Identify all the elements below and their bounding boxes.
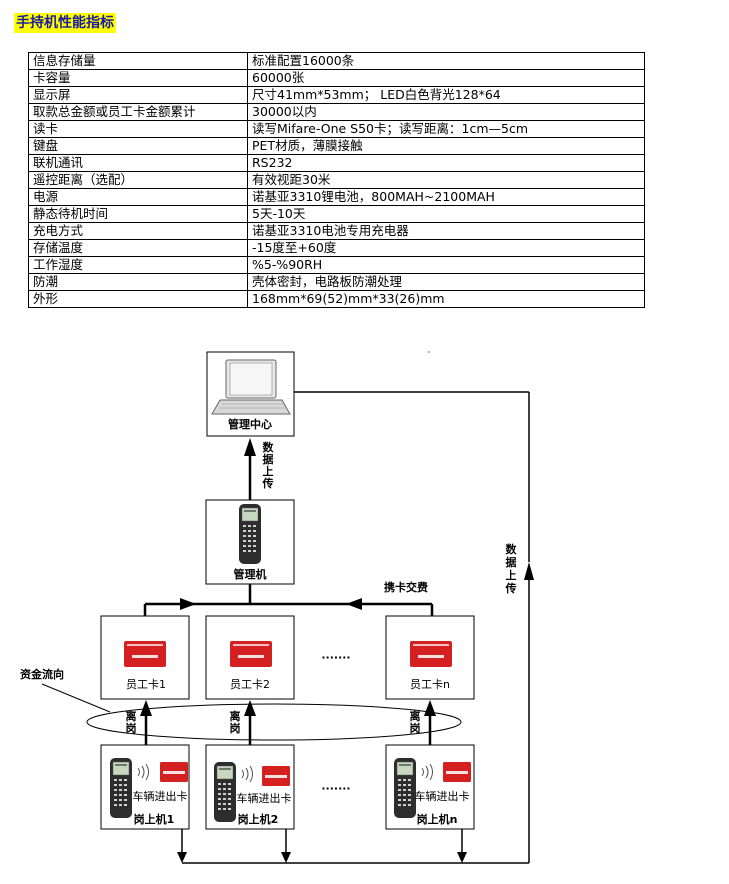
arrow-up-icon-1 xyxy=(140,700,152,716)
post-label-n: 岗上机n xyxy=(417,812,458,826)
arrow-left-icon xyxy=(346,598,362,610)
laptop-icon xyxy=(211,359,291,415)
rfid-wave-icon-2 xyxy=(241,765,253,783)
arrow-down-icon-1 xyxy=(177,852,187,863)
center-label: 管理中心 xyxy=(228,417,272,431)
card-label-1: 员工卡1 xyxy=(126,678,166,691)
leave-post-na: 离 xyxy=(410,709,421,723)
spec-key: 读卡 xyxy=(28,120,248,138)
employee-card-icon-n xyxy=(410,641,452,667)
arrow-up-icon-n xyxy=(424,700,436,716)
spec-key: 外形 xyxy=(28,290,248,308)
spec-value: 168mm*69(52)mm*33(26)mm xyxy=(247,290,645,308)
upload-right-2: 据 xyxy=(506,555,517,569)
vehicle-card-icon-1 xyxy=(160,762,188,782)
vehicle-card-label-n: 车辆进出卡 xyxy=(415,789,470,803)
spec-row: 充电方式诺基亚3310电池专用充电器 xyxy=(28,222,645,240)
leave-post-1a: 离 xyxy=(126,709,137,723)
upload-right-3: 上 xyxy=(506,568,517,582)
vehicle-card-label-2: 车辆进出卡 xyxy=(237,791,292,805)
spec-value: 有效视距30米 xyxy=(247,171,645,189)
spec-row: 工作湿度%5-%90RH xyxy=(28,256,645,274)
upload-left-1: 数 xyxy=(263,440,275,454)
page-title: 手持机性能指标 xyxy=(14,13,116,33)
spec-value: 尺寸41mm*53mm； LED白色背光128*64 xyxy=(247,86,645,104)
arrow-right-icon xyxy=(180,598,196,610)
arrow-up-icon-right xyxy=(524,562,534,580)
spec-row: 读卡读写Mifare-One S50卡；读写距离：1cm—5cm xyxy=(28,120,645,138)
arrow-up-icon xyxy=(244,438,256,456)
upload-right-1: 数 xyxy=(506,542,518,556)
post-label-1: 岗上机1 xyxy=(134,812,175,826)
card-label-n: 员工卡n xyxy=(410,678,450,691)
rfid-wave-icon-1 xyxy=(137,763,149,781)
spec-value: 壳体密封，电路板防潮处理 xyxy=(247,273,645,291)
vehicle-card-icon-n xyxy=(443,762,471,782)
employee-card-icon-2 xyxy=(230,641,272,667)
upload-right-4: 传 xyxy=(505,581,517,595)
post-label-2: 岗上机2 xyxy=(238,812,279,826)
posts-dots: ······· xyxy=(321,782,350,795)
manager-label: 管理机 xyxy=(234,567,267,581)
handheld-icon-2 xyxy=(213,761,237,823)
carry-card-label: 携卡交费 xyxy=(384,580,428,594)
upload-left-3: 上 xyxy=(263,464,274,478)
spec-row: 信息存储量标准配置16000条 xyxy=(28,52,645,70)
leave-post-nb: 岗 xyxy=(410,721,421,735)
spec-value: %5-%90RH xyxy=(247,256,645,274)
upload-left-4: 传 xyxy=(262,476,274,490)
leave-post-1b: 岗 xyxy=(126,721,137,735)
arrow-down-icon-2 xyxy=(281,852,291,863)
handheld-icon xyxy=(238,503,262,565)
handheld-icon-1 xyxy=(109,757,133,819)
spec-key: 遥控距离（选配） xyxy=(28,171,248,189)
vehicle-card-label-1: 车辆进出卡 xyxy=(133,789,188,803)
spec-row: 防潮壳体密封，电路板防潮处理 xyxy=(28,273,645,291)
spec-row: 遥控距离（选配）有效视距30米 xyxy=(28,171,645,189)
arrow-down-icon-n xyxy=(457,852,467,863)
leave-post-2b: 岗 xyxy=(230,721,241,735)
fund-flow-label: 资金流向 xyxy=(20,667,64,681)
upload-left-2: 据 xyxy=(263,452,274,466)
spec-row: 存储温度-15度至+60度 xyxy=(28,239,645,257)
cards-dots: ······· xyxy=(321,651,350,664)
leave-post-2a: 离 xyxy=(230,709,241,723)
card-label-2: 员工卡2 xyxy=(230,678,270,691)
card-box-2 xyxy=(205,615,295,700)
spec-value: -15度至+60度 xyxy=(247,239,645,257)
spec-value: 读写Mifare-One S50卡；读写距离：1cm—5cm xyxy=(247,120,645,138)
handheld-icon-n xyxy=(393,757,417,819)
arrow-up-icon-2 xyxy=(244,700,256,716)
vehicle-card-icon-2 xyxy=(262,766,290,786)
rfid-wave-icon-n xyxy=(421,763,433,781)
employee-card-icon-1 xyxy=(124,641,166,667)
